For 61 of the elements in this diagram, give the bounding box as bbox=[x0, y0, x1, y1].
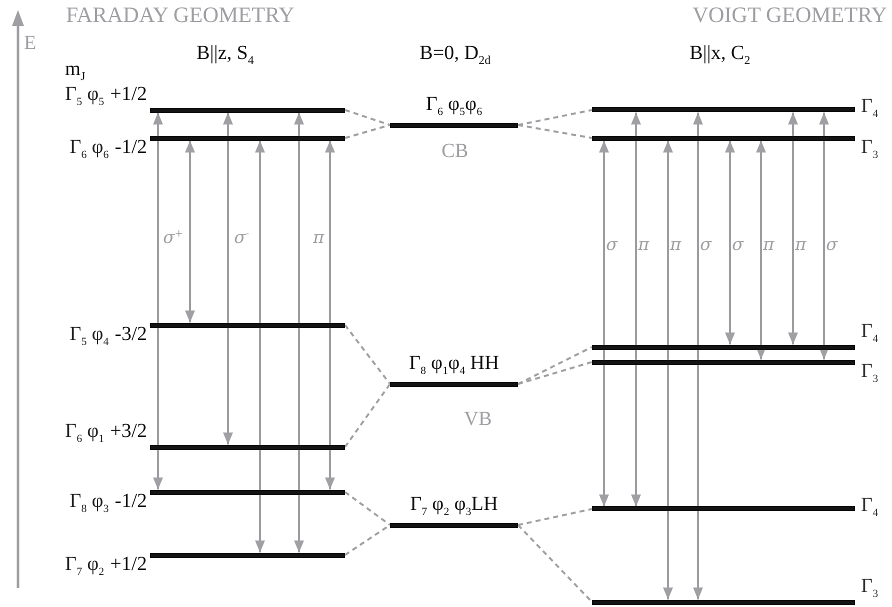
transition-arrow bbox=[819, 112, 829, 360]
energy-level: Γ$_{5}$ φ$_{4}$ -3/2 bbox=[20, 322, 345, 352]
energy-level: Γ$_{6}$ φ$_{5}$φ$_{6}$ bbox=[390, 92, 518, 128]
heading: FARADAY GEOMETRY bbox=[66, 2, 294, 28]
energy-level: Γ$_{4}$ bbox=[592, 494, 878, 524]
column-heading: B||z, S$_{4}$ bbox=[196, 42, 254, 68]
edge-label: π bbox=[638, 235, 650, 255]
transition-arrow bbox=[756, 140, 766, 360]
correlation-line bbox=[344, 109, 390, 126]
column-heading: B=0, D$_{2d}$ bbox=[420, 42, 491, 68]
energy-level: Γ$_{8}$ φ$_{3}$ -1/2 bbox=[20, 490, 345, 520]
edge-label: π bbox=[763, 235, 774, 255]
edge-label: π bbox=[670, 235, 682, 255]
correlation-line bbox=[518, 124, 592, 139]
edge-label: σ$^{-}$ bbox=[234, 228, 249, 248]
transition-arrow bbox=[294, 112, 304, 552]
energy-level: Γ$_{6}$ φ$_{6}$ -1/2 bbox=[20, 136, 345, 166]
transition-arrow bbox=[725, 140, 735, 344]
energy-level: Γ$_{7}$ φ$_{2}$ +1/2 bbox=[20, 552, 345, 582]
edge-label: π bbox=[795, 235, 806, 255]
correlation-line bbox=[344, 124, 390, 139]
energy-level: Γ$_{3}$ bbox=[592, 574, 878, 604]
energy-level: Γ$_{8}$ φ$_{1}$φ$_{4}$ HH bbox=[390, 352, 518, 386]
edge-label: σ bbox=[700, 235, 712, 255]
transition-arrow bbox=[255, 140, 265, 552]
correlation-line bbox=[344, 383, 391, 448]
correlation-line bbox=[344, 324, 391, 385]
band-label: VB bbox=[464, 408, 492, 431]
transition-arrow bbox=[153, 112, 163, 490]
energy-level: Γ$_{3}$ bbox=[592, 360, 878, 390]
heading: VOIGT GEOMETRY bbox=[692, 2, 888, 28]
energy-level: Γ$_{5}$ φ$_{5}$ +1/2 bbox=[20, 82, 345, 112]
edge-label: σ bbox=[732, 235, 744, 255]
correlation-line bbox=[344, 491, 391, 526]
transition-arrow bbox=[223, 112, 233, 444]
correlation-line bbox=[517, 524, 593, 603]
correlation-line bbox=[344, 524, 391, 556]
axis-label: E bbox=[24, 32, 36, 55]
transition-arrow bbox=[663, 140, 673, 600]
band-label: CB bbox=[442, 140, 468, 163]
energy-level: Γ$_{7}$ φ$_{2}$ φ$_{3}$LH bbox=[390, 492, 518, 528]
edge-label: π bbox=[313, 228, 324, 248]
transition-arrow bbox=[788, 112, 798, 344]
column-heading: B||x, C$_{2}$ bbox=[690, 42, 750, 68]
energy-level: Γ$_{3}$ bbox=[592, 136, 878, 166]
correlation-line bbox=[518, 346, 592, 385]
edge-label: σ$^{+}$ bbox=[163, 228, 183, 248]
transition-arrow bbox=[693, 112, 703, 600]
transition-arrow bbox=[599, 140, 609, 506]
transition-arrow bbox=[325, 140, 335, 490]
energy-level: Γ$_{4}$ bbox=[592, 320, 878, 350]
correlation-line bbox=[518, 109, 592, 126]
correlation-line bbox=[518, 361, 592, 385]
column-label: m$_{J}$ bbox=[65, 58, 86, 84]
energy-level: Γ$_{6}$ φ$_{1}$ +3/2 bbox=[20, 420, 345, 450]
transition-arrow bbox=[185, 140, 195, 322]
edge-label: σ bbox=[826, 235, 838, 255]
correlation-line bbox=[518, 508, 592, 526]
transition-arrow bbox=[631, 112, 641, 506]
energy-level: Γ$_{4}$ bbox=[592, 94, 878, 124]
edge-label: σ bbox=[606, 235, 618, 255]
